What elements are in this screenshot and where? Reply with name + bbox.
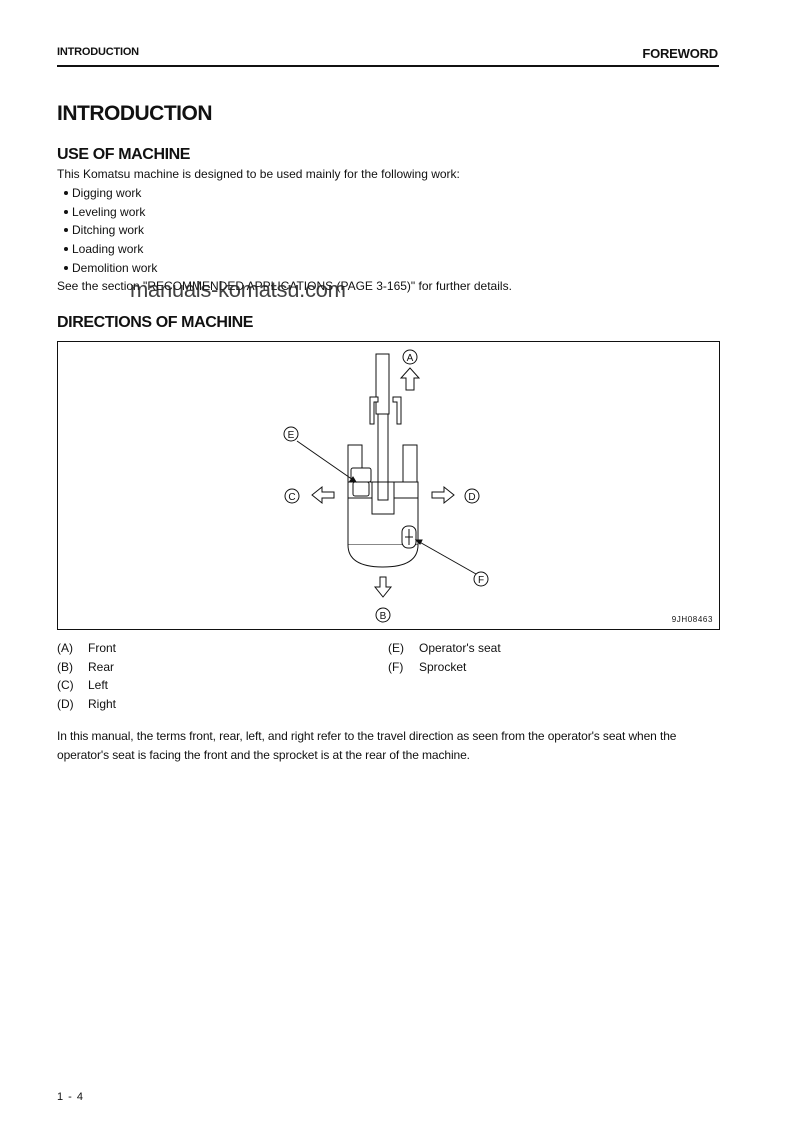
use-of-machine-heading: USE OF MACHINE — [57, 146, 191, 163]
legend-key: (C) — [57, 678, 74, 692]
legend-label: Left — [88, 678, 109, 692]
marker-a: A — [407, 353, 414, 364]
list-item: Digging work — [64, 185, 157, 204]
marker-c-icon — [284, 488, 300, 504]
seat-base — [352, 481, 370, 497]
directions-paragraph: In this manual, the terms front, rear, l… — [57, 729, 677, 762]
directions-heading: DIRECTIONS OF MACHINE — [57, 314, 254, 331]
figure-code: 9JH08463 — [671, 615, 713, 624]
legend-item-left: (C) Left — [57, 678, 108, 692]
arm-shape — [375, 353, 390, 415]
list-item: Demolition work — [64, 260, 157, 279]
bullet-icon — [64, 228, 68, 233]
header-right: FOREWORD — [642, 46, 718, 61]
sprocket-leader-line — [415, 539, 477, 575]
bullet-icon — [64, 265, 68, 270]
marker-b: B — [380, 611, 387, 622]
legend-item-operators-seat: (E) Operator's seat — [388, 641, 501, 655]
header-left: INTRODUCTION — [57, 46, 139, 58]
watermark: manuals-komatsu.com — [130, 277, 346, 302]
bucket-shape — [369, 396, 402, 425]
marker-d-icon — [464, 488, 480, 504]
legend-label: Rear — [88, 660, 115, 674]
legend-item-sprocket: (F) Sprocket — [388, 660, 466, 674]
marker-c: C — [288, 492, 295, 503]
legend-item-front: (A) Front — [57, 641, 116, 655]
header-rule — [57, 65, 719, 67]
right-track — [402, 444, 418, 486]
marker-e: E — [288, 430, 295, 441]
legend-key: (D) — [57, 697, 74, 711]
work-list: Digging work Leveling work Ditching work… — [64, 185, 157, 278]
bullet-icon — [64, 246, 68, 251]
boom-cylinder — [377, 481, 389, 501]
arrow-right-icon — [431, 485, 455, 505]
page-number: 1 - 4 — [57, 1091, 85, 1103]
marker-d: D — [468, 492, 475, 503]
legend-label: Right — [88, 697, 117, 711]
legend-label: Sprocket — [419, 660, 467, 674]
bullet-icon — [64, 209, 68, 214]
legend-key: (A) — [57, 641, 73, 655]
legend-key: (B) — [57, 660, 73, 674]
arrow-rear-icon — [373, 576, 393, 598]
legend-label: Operator's seat — [419, 641, 501, 655]
marker-a-icon — [402, 349, 418, 365]
machine-directions-figure: A B C D E F 9JH08463 — [57, 341, 720, 630]
list-item: Ditching work — [64, 222, 157, 241]
counterweight — [347, 544, 419, 568]
legend-key: (E) — [388, 641, 404, 655]
legend-item-rear: (B) Rear — [57, 660, 114, 674]
marker-f-icon — [473, 571, 489, 587]
use-intro-text: This Komatsu machine is designed to be u… — [57, 167, 460, 181]
arrow-front-icon — [399, 367, 421, 391]
legend-key: (F) — [388, 660, 404, 674]
arrow-left-icon — [311, 485, 335, 505]
marker-e-icon — [283, 426, 299, 442]
list-item: Loading work — [64, 241, 157, 260]
machine-diagram: A B C D E F — [283, 349, 489, 623]
seat-leader-line — [296, 440, 357, 483]
see-section-text: See the section "RECOMMENDED APPLICATION… — [57, 279, 512, 293]
legend-label: Front — [88, 641, 117, 655]
bullet-icon — [64, 190, 68, 195]
marker-f: F — [478, 575, 484, 586]
marker-b-icon — [375, 607, 391, 623]
list-item: Leveling work — [64, 204, 157, 223]
legend-item-right: (D) Right — [57, 697, 116, 711]
page-title: INTRODUCTION — [57, 102, 213, 125]
